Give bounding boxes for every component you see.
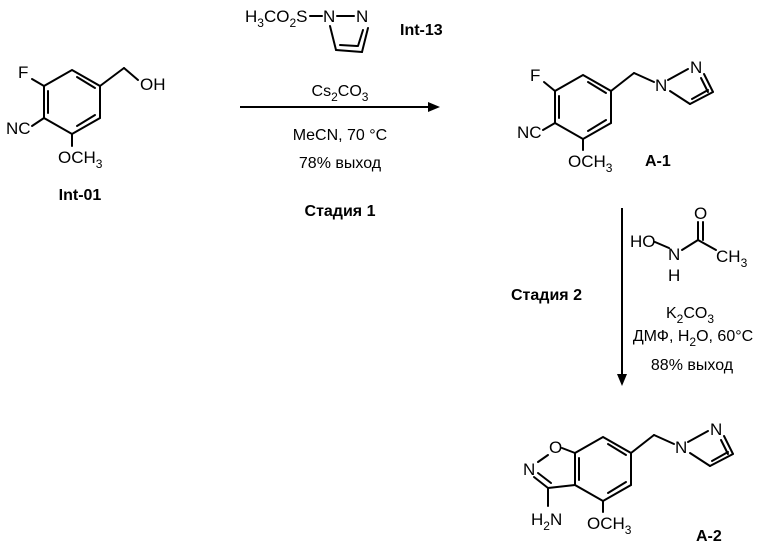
step1-label: Стадия 1 [305, 203, 376, 220]
a1-benzene-ring [555, 75, 611, 139]
a2-ch2n-bond [654, 435, 674, 444]
step2-reagent-nc-bond [682, 240, 698, 250]
step-1: Cs2CO3 MeCN, 70 °C 78% выход Стадия 1 [240, 83, 440, 220]
int13-h: H [245, 7, 257, 26]
a1-cn-bond [543, 123, 555, 130]
a2-methoxy-sub: 3 [625, 523, 632, 537]
step1-base-cs: Cs [312, 83, 332, 100]
a2-double-bond [608, 482, 626, 493]
a1-ch2n-bond [634, 73, 654, 82]
int01-hydroxyl: OH [140, 75, 166, 94]
int01-label: Int-01 [59, 187, 102, 204]
int01-fluorine: F [18, 63, 28, 82]
int13-double-bond [340, 45, 357, 46]
step2-reagent-h: H [668, 266, 680, 285]
int13-mesyl-group: H3CO2S [245, 7, 308, 30]
a1-ch2-bond [611, 73, 634, 91]
int01-oh-bond [124, 68, 138, 80]
step2-reagent-ch3-text: CH [716, 247, 741, 266]
a1-ring-bond [670, 91, 690, 104]
a1-pyrazole-n1: N [655, 76, 667, 95]
step2-solvent-pre: ДМФ, H [633, 328, 690, 345]
int13-double-bond [358, 30, 363, 46]
a1-methoxy-text: OCH [568, 152, 606, 171]
int01-methoxy: OCH3 [58, 148, 103, 171]
int01-f-bond [32, 79, 44, 86]
int13-ring-bond [330, 26, 336, 50]
a2-isoxazole-o: O [549, 438, 562, 457]
int13-s: S [296, 7, 307, 26]
int13-n1: N [323, 7, 335, 26]
step2-reagent-cc-bond [698, 240, 716, 250]
compound-int-01: F NC OCH3 OH Int-01 [6, 63, 166, 204]
step1-arrowhead [428, 102, 440, 112]
a2-isoxazole-n: N [523, 460, 535, 479]
a2-ring-bond [690, 453, 710, 466]
a1-double-bond [692, 90, 708, 99]
step2-reagent-o: O [694, 204, 707, 223]
a1-nitrile: NC [517, 123, 542, 142]
step1-yield: 78% выход [299, 155, 382, 172]
a1-f-bond [544, 82, 555, 91]
a2-on-bond [538, 455, 548, 462]
step2-solvent: ДМФ, H2O, 60°C [633, 328, 753, 349]
step2-arrowhead [617, 374, 627, 386]
step2-label: Стадия 2 [511, 287, 582, 304]
step2-base: K2CO3 [666, 305, 714, 326]
a2-nn-bond [688, 431, 708, 442]
a2-ch2-bond [631, 435, 654, 453]
int01-ch2-bond [100, 68, 124, 86]
step-2: HO N H O CH3 Стадия 2 K2CO3 ДМФ, H2O, 60… [511, 204, 753, 386]
step2-reagent-ch3-sub: 3 [741, 256, 748, 270]
int01-cn-bond [32, 118, 44, 126]
a1-nn-bond [668, 69, 688, 80]
a1-double-bond [588, 120, 606, 131]
step2-base-sub2: 3 [707, 312, 714, 326]
step2-solvent-post: O, 60°C [696, 328, 753, 345]
a2-ring-bond [562, 448, 575, 453]
a2-methoxy-text: OCH [587, 514, 625, 533]
a2-pyrazole-n1: N [675, 438, 687, 457]
int01-methoxy-sub: 3 [96, 157, 103, 171]
a2-label: A-2 [696, 528, 722, 545]
step2-reagent-n: N [668, 245, 680, 264]
a1-methoxy: OCH3 [568, 152, 613, 175]
step2-yield: 88% выход [651, 357, 734, 374]
a2-cc-bond [548, 485, 575, 488]
a2-pyrazole-n2: N [710, 420, 722, 439]
step1-base: Cs2CO3 [312, 83, 369, 104]
step1-solvent: MeCN, 70 °C [293, 127, 387, 144]
int01-nitrile: NC [6, 119, 31, 138]
step2-base-co: CO [683, 305, 707, 322]
step2-reagent-ch3: CH3 [716, 247, 748, 270]
int01-methoxy-text: OCH [58, 148, 96, 167]
a2-double-bond [712, 452, 728, 461]
int13-label: Int-13 [400, 22, 443, 39]
a2-benzene-ring [575, 437, 631, 501]
a2-amine-h: H [531, 510, 543, 529]
int13-ring-bond [336, 50, 362, 52]
step1-base-sub2: 3 [362, 90, 369, 104]
a1-label: A-1 [645, 153, 671, 170]
a1-fluorine: F [530, 66, 540, 85]
int01-double-bond [77, 115, 95, 126]
a2-amine-n: N [550, 510, 562, 529]
reagent-int-13: H3CO2S N N Int-13 [245, 7, 443, 52]
a1-methoxy-sub: 3 [606, 161, 613, 175]
a2-methoxy: OCH3 [587, 514, 632, 537]
int13-co: CO [264, 7, 290, 26]
int13-n2: N [356, 7, 368, 26]
compound-a-1: F NC OCH3 N N A-1 [517, 58, 713, 175]
a1-pyrazole-n2: N [690, 58, 702, 77]
step1-base-co: CO [338, 83, 362, 100]
int01-benzene-ring [44, 70, 100, 134]
step2-base-k: K [666, 305, 677, 322]
a2-amine: H2N [531, 510, 562, 533]
step2-reagent-on-bond [655, 242, 669, 248]
step2-reagent-ho: HO [630, 232, 656, 251]
compound-a-2: O N H2N OCH3 N N A-2 [523, 420, 733, 545]
